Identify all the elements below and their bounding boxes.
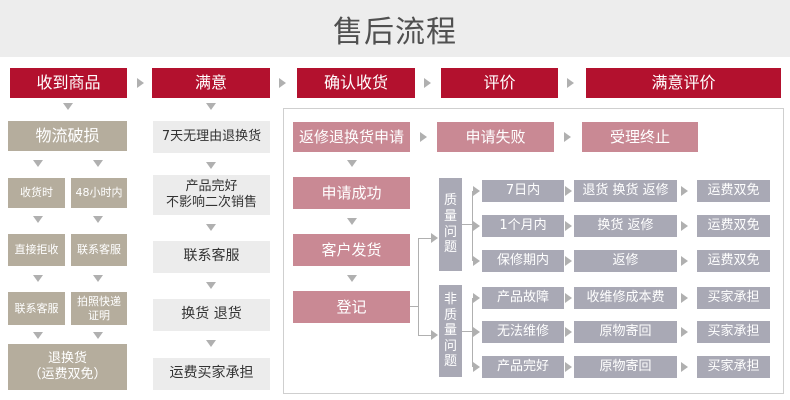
arrow-right-icon	[681, 221, 688, 231]
arrow-down-icon	[206, 340, 216, 347]
arrow-down-icon	[93, 216, 103, 223]
arrow-right-icon	[473, 293, 480, 303]
arrow-right-icon	[473, 362, 480, 372]
repair-cost-box: 收维修成本费	[574, 287, 677, 309]
product-intact-box: 产品完好	[482, 356, 564, 378]
action-exchange-repair-box: 换货 返修	[574, 215, 677, 237]
arrow-right-icon	[431, 233, 438, 243]
arrow-down-icon	[63, 103, 73, 110]
register-box: 登记	[293, 291, 410, 323]
arrow-right-icon	[431, 330, 438, 340]
arrow-down-icon	[347, 275, 357, 282]
arrow-right-icon	[473, 221, 480, 231]
contact-cs-box-2: 联系客服	[8, 292, 65, 325]
contact-cs-box-col2: 联系客服	[153, 241, 270, 273]
quality-issue-label: 质 量 问 题	[439, 178, 462, 271]
cost-free-box: 运费双免	[697, 215, 770, 237]
arrow-right-icon	[681, 293, 688, 303]
connector-line	[418, 335, 432, 336]
arrow-down-icon	[93, 160, 103, 167]
arrow-down-icon	[93, 275, 103, 282]
arrow-down-icon	[206, 103, 216, 110]
arrow-right-icon	[681, 256, 688, 266]
arrow-right-icon	[137, 78, 144, 88]
within-48h-box: 48小时内	[71, 178, 127, 208]
connector-line	[462, 331, 472, 332]
buyer-pays-box: 买家承担	[697, 356, 770, 378]
arrow-down-icon	[33, 216, 43, 223]
period-warranty-box: 保修期内	[482, 250, 564, 272]
connector-line	[472, 298, 473, 367]
photo-proof-box: 拍照快递 证明	[71, 292, 127, 325]
cost-free-box: 运费双免	[697, 180, 770, 202]
return-original-box: 原物寄回	[574, 321, 677, 343]
arrow-down-icon	[206, 162, 216, 169]
step-receive-goods: 收到商品	[10, 68, 127, 98]
arrow-down-icon	[347, 218, 357, 225]
step-review: 评价	[441, 68, 558, 98]
apply-failed-box: 申请失败	[437, 122, 554, 152]
product-condition-box: 产品完好 不影响二次销售	[153, 175, 270, 215]
arrow-right-icon	[420, 132, 427, 142]
action-repair-box: 返修	[574, 250, 677, 272]
arrow-right-icon	[565, 221, 572, 231]
arrow-right-icon	[567, 78, 574, 88]
arrow-right-icon	[473, 256, 480, 266]
cost-free-box: 运费双免	[697, 250, 770, 272]
receive-time-box: 收货时	[8, 178, 65, 208]
arrow-down-icon	[33, 160, 43, 167]
arrow-right-icon	[565, 186, 572, 196]
arrow-right-icon	[473, 186, 480, 196]
logistics-damage-box: 物流破损	[8, 121, 127, 151]
non-quality-issue-label: 非 质 量 问 题	[439, 285, 462, 377]
action-return-exchange-repair-box: 退货 换货 返修	[574, 180, 677, 202]
connector-line	[472, 191, 473, 261]
unrepairable-box: 无法维修	[482, 321, 564, 343]
connector-line	[462, 224, 472, 225]
arrow-right-icon	[473, 327, 480, 337]
arrow-right-icon	[424, 78, 431, 88]
return-exchange-box: 退换货 （运费双免）	[8, 344, 127, 390]
step-confirm-receipt: 确认收货	[297, 68, 415, 98]
buyer-pays-box: 买家承担	[697, 287, 770, 309]
arrow-down-icon	[347, 160, 357, 167]
header-bar	[0, 0, 790, 57]
seven-day-return-box: 7天无理由退换货	[153, 121, 270, 153]
arrow-down-icon	[206, 224, 216, 231]
repair-apply-box: 返修退换货申请	[293, 122, 410, 152]
process-terminated-box: 受理终止	[582, 122, 698, 152]
exchange-return-box: 换货 退货	[153, 299, 270, 331]
arrow-down-icon	[33, 332, 43, 339]
arrow-right-icon	[681, 362, 688, 372]
buyer-pays-box: 买家承担	[697, 321, 770, 343]
arrow-right-icon	[565, 362, 572, 372]
step-satisfied: 满意	[152, 68, 270, 98]
arrow-down-icon	[33, 275, 43, 282]
buyer-pays-freight-box: 运费买家承担	[153, 358, 270, 390]
arrow-down-icon	[206, 282, 216, 289]
connector-line	[418, 238, 419, 336]
return-original-box: 原物寄回	[574, 356, 677, 378]
step-satisfied-review: 满意评价	[586, 68, 781, 98]
direct-reject-box: 直接拒收	[8, 234, 65, 266]
product-fault-box: 产品故障	[482, 287, 564, 309]
customer-ship-box: 客户发货	[293, 234, 410, 266]
arrow-right-icon	[564, 132, 571, 142]
arrow-right-icon	[681, 327, 688, 337]
period-7days-box: 7日内	[482, 180, 564, 202]
connector-line	[418, 238, 432, 239]
page-title: 售后流程	[333, 14, 457, 50]
arrow-right-icon	[565, 293, 572, 303]
arrow-right-icon	[565, 327, 572, 337]
apply-success-box: 申请成功	[293, 177, 410, 209]
contact-cs-box: 联系客服	[71, 234, 127, 266]
arrow-right-icon	[279, 78, 286, 88]
period-1month-box: 1个月内	[482, 215, 564, 237]
arrow-right-icon	[681, 186, 688, 196]
arrow-right-icon	[565, 256, 572, 266]
connector-line	[410, 306, 418, 307]
arrow-down-icon	[93, 332, 103, 339]
